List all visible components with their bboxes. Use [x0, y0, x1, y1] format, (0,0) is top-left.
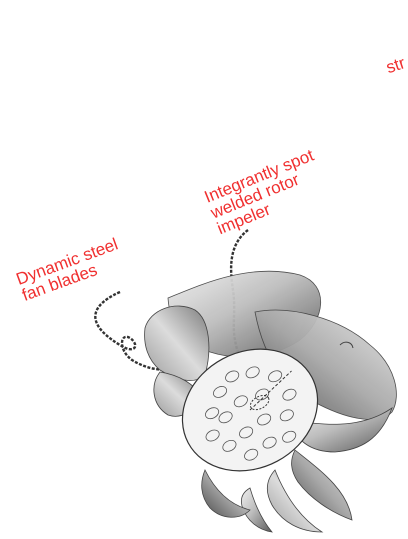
label-dynamic-steel-fan-blades: Dynamic steel fan blades: [14, 235, 126, 303]
fan-blade: [241, 488, 272, 532]
label-integrantly-spot-welded: Integrantly spot welded rotor impeler: [202, 146, 329, 237]
leader-line-dynamic: [95, 292, 175, 370]
fan-blade: [255, 310, 396, 419]
label-partial: str: [384, 54, 407, 76]
fan-blade: [292, 450, 352, 520]
label-partial-text: str: [384, 54, 407, 76]
rotor-hub: [161, 326, 339, 494]
fan-blade: [202, 470, 250, 517]
fan-blade: [154, 372, 200, 416]
fan-blade: [290, 408, 392, 452]
leader-line-welded: [231, 230, 262, 392]
fan-blade: [267, 470, 322, 532]
fan-blade: [168, 271, 321, 357]
fan-blade: [145, 306, 209, 380]
